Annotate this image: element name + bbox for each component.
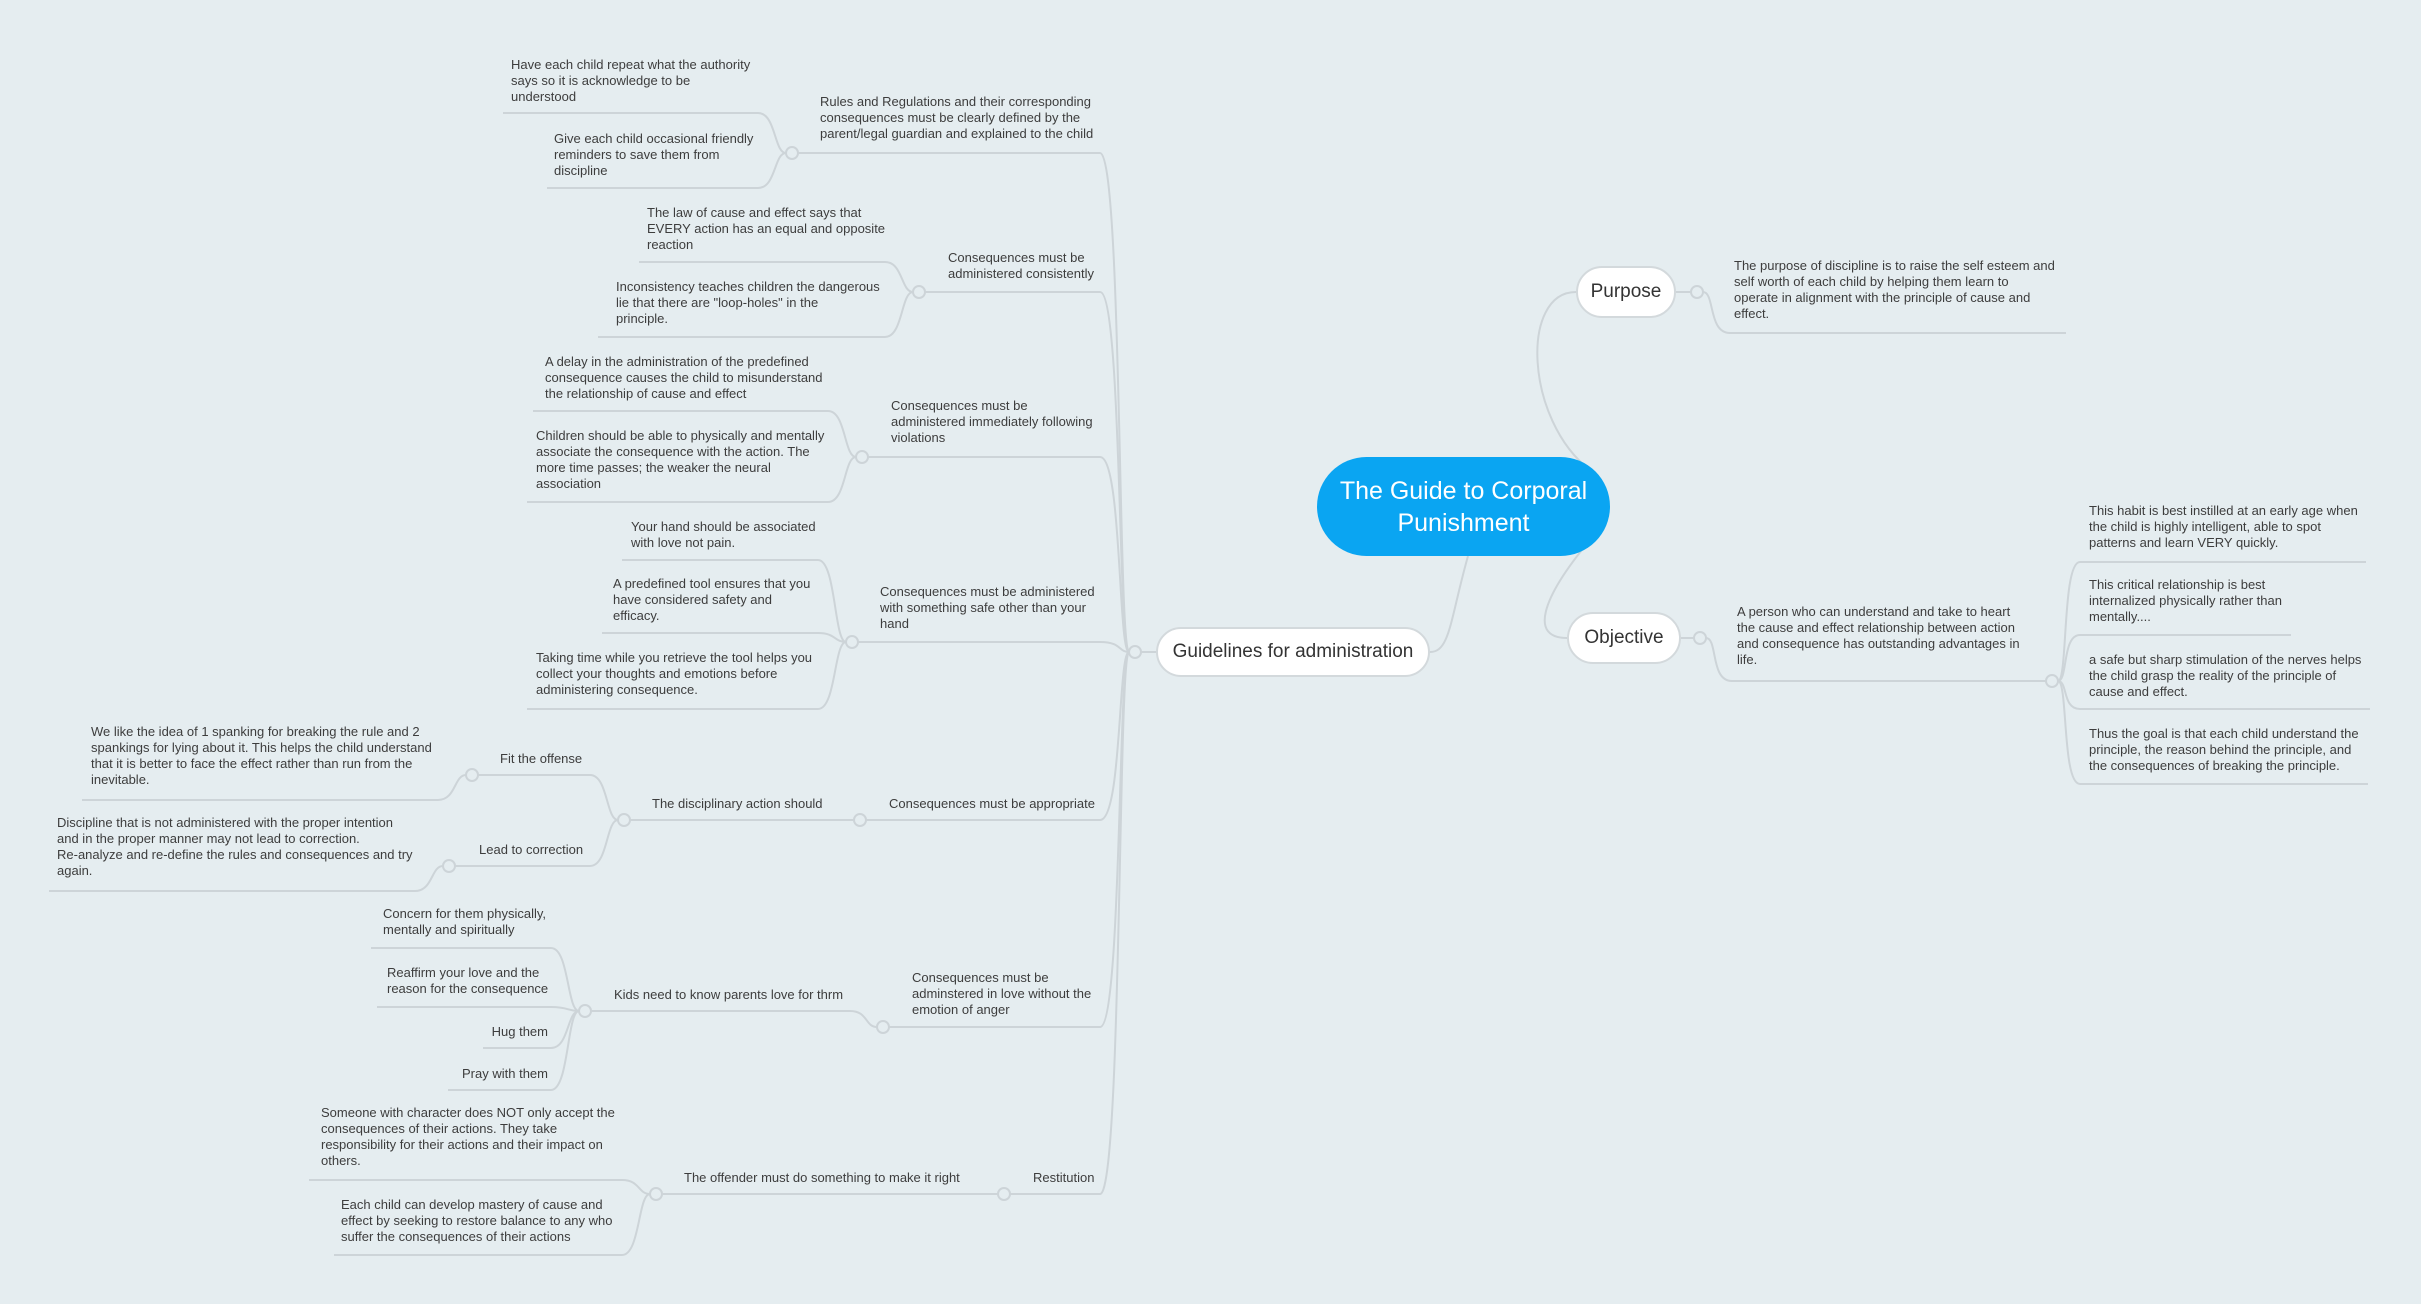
guideline-detail[interactable]: A predefined tool ensures that you have … — [613, 576, 811, 623]
topic-objective[interactable]: Objective — [1567, 612, 1681, 664]
collapse-toggle[interactable] — [845, 635, 859, 649]
guideline-detail[interactable]: Have each child repeat what the authorit… — [511, 57, 751, 104]
connector — [49, 865, 444, 892]
guideline-detail[interactable]: Someone with character does NOT only acc… — [321, 1105, 615, 1168]
collapse-toggle[interactable] — [1690, 285, 1704, 299]
guideline-detail[interactable]: Inconsistency teaches children the dange… — [616, 279, 880, 326]
objective-detail[interactable]: a safe but sharp stimulation of the nerv… — [2089, 652, 2362, 699]
collapse-toggle[interactable] — [578, 1004, 592, 1018]
collapse-toggle[interactable] — [855, 450, 869, 464]
guideline-detail[interactable]: Your hand should be associated with love… — [631, 519, 816, 550]
guideline-detail[interactable]: Give each child occasional friendly remi… — [554, 131, 754, 178]
connector — [602, 632, 847, 643]
objective-detail[interactable]: This critical relationship is best inter… — [2089, 577, 2282, 624]
guideline-consistency[interactable]: Consequences must be administered consis… — [948, 250, 1094, 281]
guideline-subtopic[interactable]: Lead to correction — [479, 842, 584, 857]
connector — [2057, 680, 2368, 785]
connector — [478, 774, 619, 821]
collapse-toggle[interactable] — [442, 859, 456, 873]
collapse-toggle[interactable] — [1693, 631, 1707, 645]
guideline-subtopic[interactable]: The offender must do something to make i… — [684, 1170, 960, 1185]
objective-detail[interactable]: Thus the goal is that each child underst… — [2089, 726, 2359, 773]
guideline-detail[interactable]: We like the idea of 1 spanking for break… — [91, 724, 432, 787]
guideline-detail[interactable]: Each child can develop mastery of cause … — [341, 1197, 613, 1244]
guideline-detail[interactable]: A delay in the administration of the pre… — [545, 354, 823, 401]
guideline-detail[interactable]: The law of cause and effect says that EV… — [647, 205, 886, 252]
guideline-appropriate[interactable]: Consequences must be appropriate — [889, 796, 1095, 811]
collapse-toggle[interactable] — [912, 285, 926, 299]
connector — [2057, 634, 2291, 682]
collapse-toggle[interactable] — [465, 768, 479, 782]
guideline-detail[interactable]: Pray with them — [462, 1066, 548, 1081]
branch-guidelines — [1429, 555, 1469, 653]
collapse-toggle[interactable] — [997, 1187, 1011, 1201]
connector — [377, 1006, 580, 1012]
connector — [82, 774, 467, 801]
connector — [1010, 651, 1130, 1195]
collapse-toggle[interactable] — [2045, 674, 2059, 688]
connector — [547, 152, 787, 189]
central-topic[interactable]: The Guide to Corporal Punishment — [1317, 457, 1610, 556]
guideline-detail[interactable]: Hug them — [491, 1024, 548, 1039]
guideline-immediacy[interactable]: Consequences must be administered immedi… — [891, 398, 1093, 445]
connector — [448, 1010, 580, 1091]
collapse-toggle[interactable] — [876, 1020, 890, 1034]
connector — [503, 112, 787, 154]
connector — [533, 410, 857, 458]
guideline-restitution[interactable]: Restitution — [1033, 1170, 1095, 1185]
connector — [455, 819, 619, 867]
connector — [622, 559, 847, 643]
guideline-detail[interactable]: Concern for them physically, mentally an… — [383, 906, 547, 937]
objective-detail[interactable]: This habit is best instilled at an early… — [2089, 503, 2358, 550]
connector — [868, 456, 1130, 653]
collapse-toggle[interactable] — [853, 813, 867, 827]
connector — [639, 261, 914, 293]
guideline-detail[interactable]: Reaffirm your love and the reason for th… — [387, 965, 549, 996]
guideline-rules[interactable]: Rules and Regulations and their correspo… — [820, 94, 1094, 141]
connector — [866, 651, 1130, 821]
connector — [858, 641, 1130, 653]
connector — [527, 641, 847, 710]
topic-guidelines[interactable]: Guidelines for administration — [1156, 627, 1430, 677]
collapse-toggle[interactable] — [1128, 645, 1142, 659]
guideline-subtopic[interactable]: Kids need to know parents love for thrm — [614, 987, 844, 1002]
guideline-detail[interactable]: Children should be able to physically an… — [536, 428, 825, 491]
connector — [598, 291, 914, 338]
objective-text[interactable]: A person who can understand and take to … — [1737, 604, 2020, 667]
connector — [1705, 637, 2046, 682]
guideline-safe-tool[interactable]: Consequences must be administered with s… — [880, 584, 1095, 631]
guideline-detail[interactable]: Discipline that is not administered with… — [57, 815, 413, 878]
guideline-detail[interactable]: Taking time while you retrieve the tool … — [536, 650, 813, 697]
collapse-toggle[interactable] — [649, 1187, 663, 1201]
connector — [591, 1010, 878, 1028]
branch-objective — [1543, 539, 1591, 639]
branch-purpose — [1536, 291, 1591, 471]
connector — [334, 1193, 651, 1256]
connector — [371, 947, 580, 1012]
collapse-toggle[interactable] — [785, 146, 799, 160]
purpose-text[interactable]: The purpose of discipline is to raise th… — [1734, 258, 2055, 321]
guideline-subtopic[interactable]: The disciplinary action should — [652, 796, 823, 811]
guideline-love[interactable]: Consequences must be adminstered in love… — [912, 970, 1092, 1017]
connector — [1702, 291, 2066, 334]
collapse-toggle[interactable] — [617, 813, 631, 827]
guideline-subtopic[interactable]: Fit the offense — [500, 751, 583, 766]
topic-purpose[interactable]: Purpose — [1576, 266, 1676, 318]
connector — [309, 1179, 651, 1195]
connector — [527, 456, 857, 503]
connector — [2057, 561, 2366, 682]
